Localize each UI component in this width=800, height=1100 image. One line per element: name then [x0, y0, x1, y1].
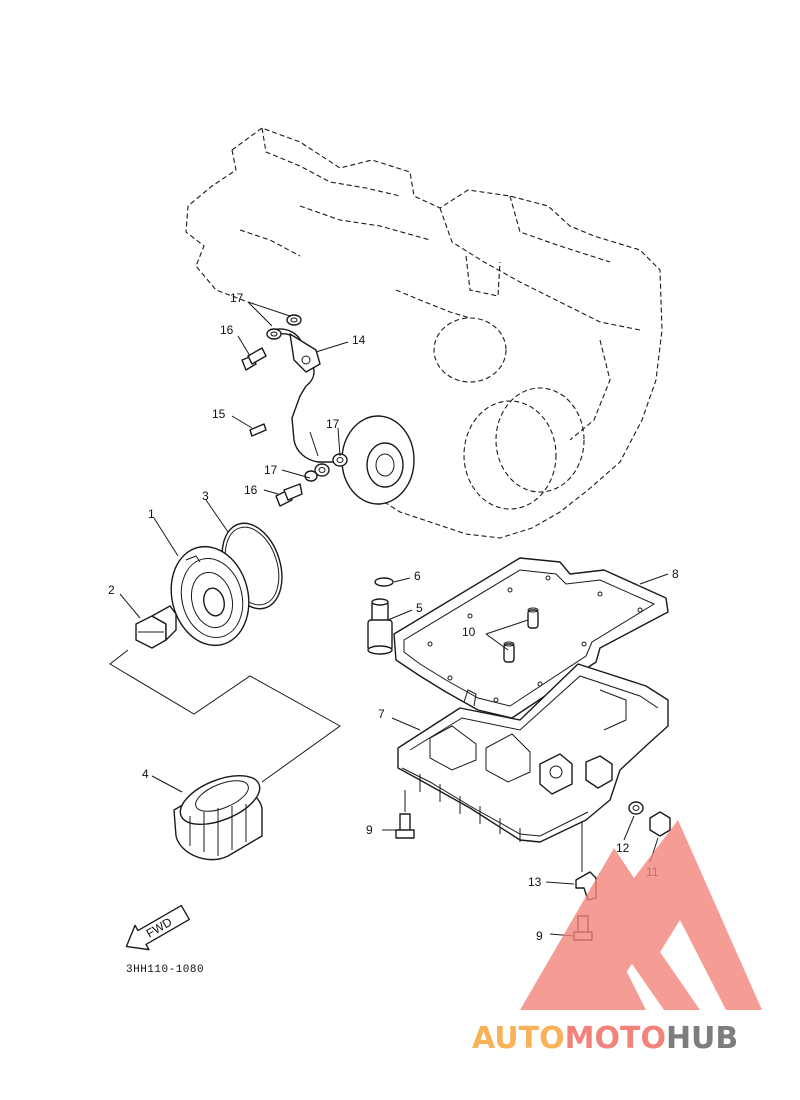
part-code: 3HH110-1080: [126, 964, 204, 976]
callout-6: 6: [414, 569, 421, 583]
watermark-moto: MOTO: [565, 1021, 666, 1056]
callout-7: 7: [378, 707, 385, 721]
callout-17-upper: 17: [230, 291, 244, 305]
callout-14: 14: [352, 333, 366, 347]
callout-16-lower: 16: [244, 483, 258, 497]
engine-block-outline: [185, 127, 663, 539]
callout-15: 15: [212, 407, 226, 421]
svg-text:AUTOMOTOHUB: AUTOMOTOHUB: [472, 1021, 738, 1056]
callout-1: 1: [148, 507, 155, 521]
union-bolts: [241, 347, 303, 507]
oil-pan: [397, 663, 669, 843]
oil-filter: [173, 774, 263, 861]
callout-9-lower: 9: [536, 929, 543, 943]
oil-pan-gasket: [393, 557, 669, 719]
callout-16-upper: 16: [220, 323, 234, 337]
callout-12: 12: [616, 841, 630, 855]
watermark-hub: HUB: [666, 1021, 738, 1056]
forward-direction-arrow: FWD: [125, 904, 191, 951]
watermark-auto: AUTO: [472, 1021, 565, 1056]
watermark-triangle-icon: [520, 820, 762, 1010]
oil-cooler-plate: [170, 545, 250, 647]
callout-3: 3: [202, 489, 209, 503]
callout-labels: 1 2 3 4 5 6 7 8 9 9 10 11 12 13 14 15 16…: [108, 291, 679, 943]
filter-union-bolt: [135, 605, 177, 649]
callout-5: 5: [416, 601, 423, 615]
callout-17-middle: 17: [326, 417, 340, 431]
callout-10: 10: [462, 625, 476, 639]
callout-9-upper: 9: [366, 823, 373, 837]
crush-washers: [266, 314, 348, 482]
assembly-bracket: [109, 649, 341, 783]
callout-13: 13: [528, 875, 542, 889]
small-o-ring: [374, 577, 394, 587]
callout-4: 4: [142, 767, 149, 781]
callout-17-lower: 17: [264, 463, 278, 477]
callout-2: 2: [108, 583, 115, 597]
drain-bolt-and-washer: [628, 801, 671, 837]
watermark-logo: [520, 820, 762, 1010]
oil-delivery-pipe: [367, 598, 393, 655]
oil-pipe: [271, 328, 337, 463]
callout-8: 8: [672, 567, 679, 581]
oil-filter-mount-boss: [341, 415, 415, 505]
watermark-text: AUTOMOTOHUB: [472, 1021, 738, 1056]
